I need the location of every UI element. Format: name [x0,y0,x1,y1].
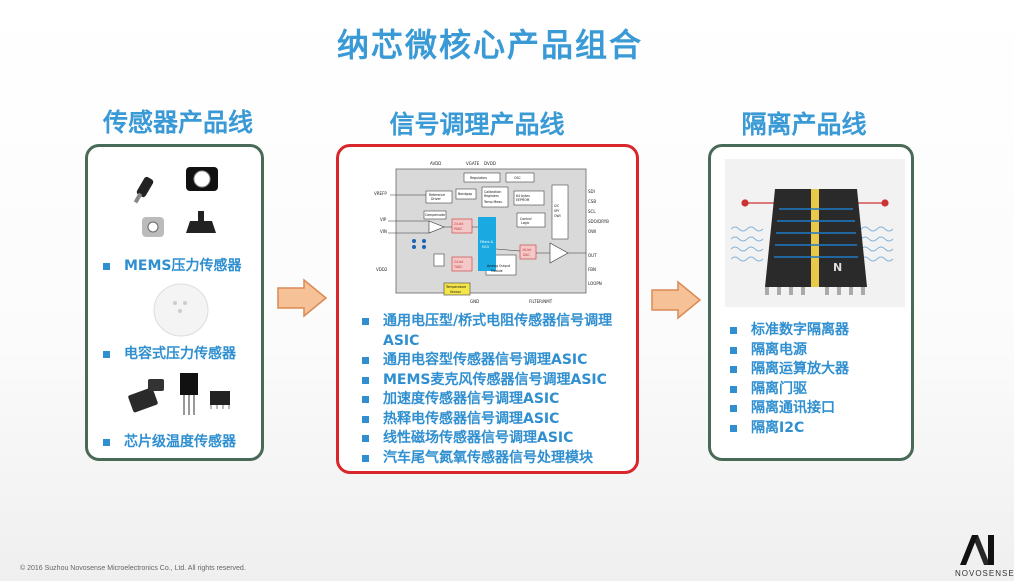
svg-text:Bandgap: Bandgap [458,192,472,196]
svg-text:Module: Module [491,269,503,273]
svg-text:MCU: MCU [482,245,490,249]
svg-text:16-bit: 16-bit [522,248,532,252]
svg-text:Filters &: Filters & [480,240,494,244]
svg-text:Temperature: Temperature [445,285,466,289]
svg-text:OWI: OWI [588,229,596,234]
right-arrow-icon [277,278,328,318]
signal-product-panel: AVDD VGATE DVDD VREFP VIP VIN VDD2 SDI CSB SCL S… [336,144,639,474]
svg-text:FBN: FBN [588,267,596,272]
svg-text:VDD2: VDD2 [376,267,388,272]
svg-text:TADC: TADC [453,265,463,269]
capacitive-sensor-image [153,283,209,337]
novosense-logo-text: NOVOSENSE [955,569,1014,578]
svg-text:Compensate: Compensate [425,213,445,217]
signal-item: 加速度传感器信号调理ASIC [359,390,639,410]
signal-item: 通用电压型/桥式电阻传感器信号调理ASIC [359,312,639,351]
temperature-sensor-images [128,373,230,415]
svg-text:Temp Meas.: Temp Meas. [483,200,503,204]
svg-text:Sensor: Sensor [450,290,462,294]
svg-text:LOOPN: LOOPN [588,281,602,286]
svg-text:Registers: Registers [484,194,499,198]
svg-text:VIN: VIN [380,229,387,234]
svg-text:GND: GND [470,299,479,304]
svg-text:Regulators: Regulators [470,176,487,180]
svg-text:SDO/DRYB: SDO/DRYB [588,219,609,224]
copyright-footer: © 2016 Suzhou Novosense Microelectronics… [20,565,246,572]
signal-column-title: 信号调理产品线 [389,110,565,139]
svg-text:Control: Control [520,217,532,221]
asic-block-diagram: AVDD VGATE DVDD VREFP VIP VIN VDD2 SDI CSB SCL S… [374,161,609,304]
isolation-item: 隔离门驱 [727,380,917,400]
svg-text:DAC: DAC [523,253,531,257]
svg-text:Reference: Reference [429,193,445,197]
svg-text:I2C: I2C [554,204,560,208]
svg-text:Calibration: Calibration [484,190,501,194]
sensor-column-title: 传感器产品线 [102,108,253,137]
isolation-item: 标准数字隔离器 [727,321,917,341]
isolation-item: 隔离电源 [727,341,917,361]
sensor-item: 电容式压力传感器 [100,345,270,365]
svg-text:EEPROM: EEPROM [516,198,530,202]
sensor-item: MEMS压力传感器 [100,257,270,277]
signal-item: 汽车尾气氮氧传感器信号处理模块 [359,449,639,469]
signal-item: MEMS麦克风传感器信号调理ASIC [359,371,639,391]
isolation-item: 隔离通讯接口 [727,399,917,419]
svg-text:PADC: PADC [454,227,463,231]
svg-text:64 bytes: 64 bytes [516,194,530,198]
svg-text:SCL: SCL [588,209,596,214]
svg-text:VGATE: VGATE [466,161,480,166]
svg-text:Analog Output: Analog Output [487,264,511,268]
svg-text:OUT: OUT [588,253,597,258]
svg-text:24-bit: 24-bit [454,222,464,226]
sensor-product-panel: MEMS压力传感器 电容式压力传感器 芯片级温度传感器 [85,144,264,461]
signal-item: 热释电传感器信号调理ASIC [359,410,639,430]
svg-text:CSB: CSB [588,199,596,204]
svg-text:24-bit: 24-bit [454,260,464,264]
isolation-product-panel: N 标准数字隔离器 隔离电源 隔离运算放大器 隔离门驱 隔离通讯接口 隔离I2C [708,144,914,461]
isolation-item: 隔离运算放大器 [727,360,917,380]
svg-text:SPI: SPI [554,209,559,213]
svg-text:VREFP: VREFP [374,191,387,196]
svg-text:Driver: Driver [431,197,441,201]
isolation-column-title: 隔离产品线 [741,110,867,139]
novosense-logo-icon [960,535,994,565]
svg-text:AVDD: AVDD [430,161,441,166]
isolation-item: 隔离I2C [727,419,917,439]
svg-text:OSC: OSC [514,176,522,180]
isolator-chip-image: N [725,159,905,307]
right-arrow-icon [651,280,702,320]
page-title: 纳芯微核心产品组合 [336,26,643,64]
svg-text:DVDD: DVDD [484,161,496,166]
svg-text:FILTER/NMT: FILTER/NMT [529,299,553,304]
svg-text:VIP: VIP [380,217,387,222]
signal-item: 通用电容型传感器信号调理ASIC [359,351,639,371]
mems-sensor-images [133,167,218,237]
svg-text:Logic: Logic [521,221,530,225]
signal-item: 线性磁场传感器信号调理ASIC [359,429,639,449]
svg-text:N: N [833,261,842,274]
sensor-item: 芯片级温度传感器 [100,433,270,453]
svg-text:OWI: OWI [554,214,561,218]
svg-text:SDI: SDI [588,189,595,194]
